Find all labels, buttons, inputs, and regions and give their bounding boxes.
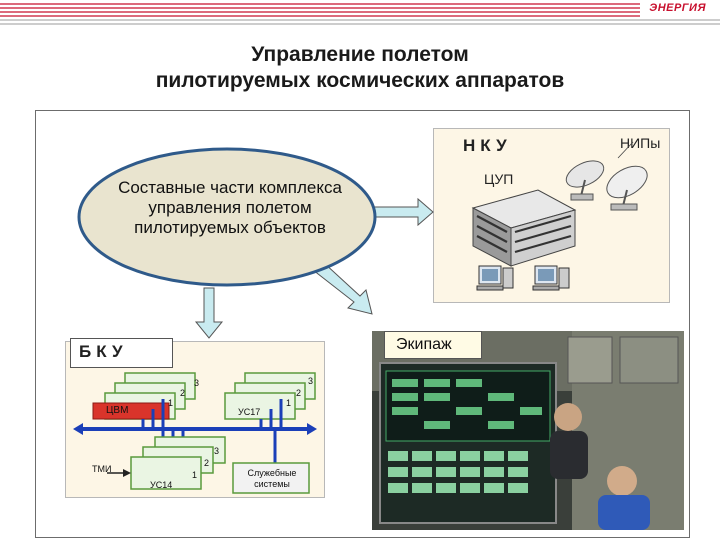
us17-num-1: 1: [286, 398, 292, 408]
us14-card-stack: [130, 436, 226, 490]
us17-label: УС17: [238, 407, 261, 417]
cvm-num-3: 3: [194, 378, 200, 388]
us17-card-stack: [224, 372, 316, 420]
astronaut-figure-2: [598, 466, 650, 530]
astronaut-figure: [550, 403, 588, 479]
satellite-dish-icon-2: [606, 165, 648, 211]
computer-icon: [476, 265, 514, 291]
cvm-label: ЦВМ: [106, 405, 129, 416]
us17-num-3: 3: [308, 376, 314, 386]
us14-num-1: 1: [192, 470, 198, 480]
us14-label: УС14: [150, 480, 173, 490]
us17-num-2: 2: [296, 388, 302, 398]
components-text: Составные части комплекса управления пол…: [118, 178, 342, 237]
energia-logo: ЭНЕРГИЯ: [649, 2, 706, 14]
mission-control-building-icon: [471, 189, 577, 267]
bku-diagram: [73, 372, 317, 494]
diagram-frame: [35, 110, 690, 538]
nku-label: НКУ: [463, 136, 512, 155]
cvm-num-1: 1: [168, 398, 174, 408]
computer-icon-2: [532, 265, 570, 291]
bku-tab: [70, 338, 173, 368]
us14-num-2: 2: [204, 458, 210, 468]
service-systems-label: Служебные системы: [247, 468, 297, 489]
bku-label: БКУ: [79, 342, 128, 361]
tmi-label: ТМИ: [92, 464, 112, 474]
cup-label: ЦУП: [484, 171, 514, 187]
satellite-dish-icon: [565, 160, 605, 201]
us14-num-3: 3: [214, 446, 220, 456]
crew-photo: [372, 331, 684, 530]
page-title: Управление полетом пилотируемых космичес…: [60, 42, 660, 94]
nipy-label: НИПы: [620, 135, 661, 151]
nku-graphics: [471, 141, 648, 291]
crew-tab: [384, 331, 482, 359]
title-line-2: пилотируемых космических аппаратов: [155, 69, 565, 92]
service-systems-box: [232, 462, 310, 494]
cvm-card-stack: [92, 372, 196, 420]
header-stripes: [0, 3, 720, 25]
title-line-1: Управление полетом: [251, 43, 469, 66]
crew-label: Экипаж: [396, 336, 452, 353]
cvm-num-2: 2: [180, 388, 186, 398]
components-ellipse: [77, 147, 377, 287]
